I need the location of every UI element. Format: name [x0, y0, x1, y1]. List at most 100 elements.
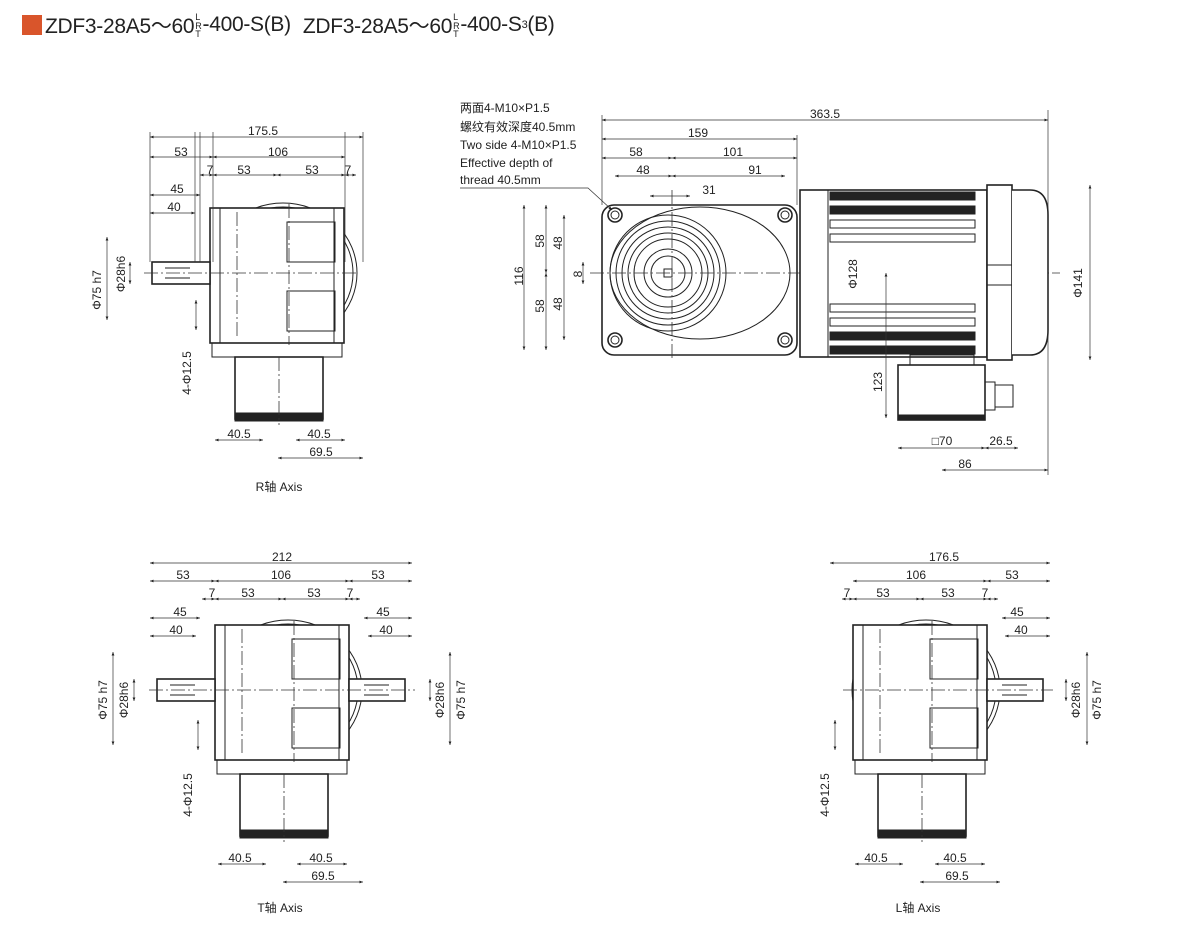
dim-gap-right: 7: [982, 586, 989, 600]
housing-window: [929, 638, 979, 680]
cooling-fin: [829, 233, 976, 243]
cooling-fin: [829, 317, 976, 327]
dim-overall: 212: [272, 550, 292, 564]
dim-holes: 4-Φ12.5: [181, 773, 195, 817]
terminal-box-lid: [897, 414, 986, 421]
model-a-prefix: ZDF3-28A5～60: [45, 15, 195, 38]
dim-key-31: 31: [702, 183, 716, 197]
dim-left-48: 48: [636, 163, 650, 177]
gearbox-flange: [601, 204, 798, 356]
dim-overall: 363.5: [810, 107, 840, 121]
r-view-dimensions: 175.5 53 106 7 53 53 7 45 40 Φ75 h7 Φ28h…: [90, 124, 352, 494]
dim-shaft-40-left: 40: [169, 623, 183, 637]
dim-shaft-45: 45: [170, 182, 184, 196]
housing-flange: [854, 759, 986, 775]
dim-key-8: 8: [571, 270, 585, 277]
housing-window: [291, 707, 341, 749]
dim-dia-28-right: Φ28h6: [433, 682, 447, 719]
model-b-axis-options: L R T: [453, 12, 460, 39]
motor-body: [799, 189, 988, 358]
dim-half-right: 53: [307, 586, 321, 600]
dim-dia-75: Φ75 h7: [1090, 680, 1104, 720]
model-a-suffix: -400-S(B): [202, 13, 292, 36]
cable-gland: [984, 381, 996, 411]
title-accent-square: [22, 15, 42, 35]
dim-dia-75-right: Φ75 h7: [454, 680, 468, 720]
dim-half-left: 53: [241, 586, 255, 600]
dim-dia-28-left: Φ28h6: [117, 682, 131, 719]
model-b-suffix-end: (B): [527, 13, 555, 36]
housing-window: [929, 707, 979, 749]
mounting-hole: [607, 332, 623, 348]
housing-flange: [211, 342, 343, 358]
dim-offset: 69.5: [945, 869, 969, 883]
dim-gland: 26.5: [989, 434, 1013, 448]
mounting-hole: [777, 207, 793, 223]
dim-h48-bottom: 48: [551, 297, 565, 311]
view-caption-t: T轴 Axis: [257, 900, 302, 915]
dim-right-101: 101: [723, 145, 743, 159]
dim-shaft-40-right: 40: [379, 623, 393, 637]
dim-half-left: 53: [237, 163, 251, 177]
dim-gap-left: 7: [207, 163, 214, 177]
terminal-box: [897, 364, 986, 421]
dim-holes: 4-Φ12.5: [818, 773, 832, 817]
dim-center: 106: [906, 568, 926, 582]
housing-window: [286, 221, 336, 263]
dim-h48-top: 48: [551, 236, 565, 250]
fan-cover-flange: [986, 184, 1013, 361]
dim-foot-left: 40.5: [864, 851, 888, 865]
drawing-geometry: [105, 110, 1092, 884]
dim-gear-length: 159: [688, 126, 708, 140]
gear-housing: [209, 207, 345, 344]
dim-gap-right: 7: [345, 163, 352, 177]
mounting-hole-thread: [780, 210, 790, 220]
mounting-hole-thread: [610, 210, 620, 220]
mounting-hole: [777, 332, 793, 348]
front-view-dimensions: 两面4-M10×P1.5 螺纹有效深度40.5mm Two side 4-M10…: [460, 101, 1085, 471]
mounting-hole-thread: [610, 335, 620, 345]
dim-dia-75-left: Φ75 h7: [96, 680, 110, 720]
gear-housing: [214, 624, 350, 761]
leader-line: [460, 187, 613, 211]
dim-foot-right: 40.5: [943, 851, 967, 865]
dim-shaft-40: 40: [167, 200, 181, 214]
dim-center: 106: [271, 568, 291, 582]
view-caption-r: R轴 Axis: [256, 479, 303, 494]
dim-dia-28: Φ28h6: [1069, 682, 1083, 719]
dim-offset: 69.5: [309, 445, 333, 459]
axis-t: T: [195, 29, 201, 40]
thread-note-line: thread 40.5mm: [460, 173, 541, 187]
mounting-hole-thread: [780, 335, 790, 345]
dim-foot-left: 40.5: [228, 851, 252, 865]
dim-box-height: 123: [871, 372, 885, 392]
dim-shaft-45-left: 45: [173, 605, 187, 619]
dim-shaft-40: 40: [1014, 623, 1028, 637]
cable-gland-nut: [994, 384, 1014, 408]
dim-foot-right: 40.5: [307, 427, 331, 441]
cooling-fin: [829, 345, 976, 355]
mounting-hole: [607, 207, 623, 223]
dim-h58-bottom: 58: [533, 299, 547, 313]
model-b-suffix: -400-S: [460, 13, 522, 36]
housing-window: [286, 290, 336, 332]
dim-height-116: 116: [512, 266, 526, 285]
cooling-fin: [829, 303, 976, 313]
dim-foot-right: 40.5: [309, 851, 333, 865]
axis-r: R: [195, 20, 202, 31]
fan-cover: [1012, 189, 1049, 356]
dim-half-right: 53: [941, 586, 955, 600]
axis-r: R: [453, 20, 460, 31]
dim-dia-28: Φ28h6: [114, 256, 128, 293]
dim-foot-left: 40.5: [227, 427, 251, 441]
dim-right: 53: [371, 568, 385, 582]
dim-holes: 4-Φ12.5: [180, 351, 194, 395]
thread-note-line: 螺纹有效深度40.5mm: [460, 119, 575, 134]
axis-l: L: [453, 12, 458, 23]
dim-shaft-45-right: 45: [376, 605, 390, 619]
thread-note-line: 两面4-M10×P1.5: [460, 101, 550, 115]
dim-h58-top: 58: [533, 234, 547, 248]
dim-gap-right: 7: [347, 586, 354, 600]
dim-left: 53: [174, 145, 188, 159]
